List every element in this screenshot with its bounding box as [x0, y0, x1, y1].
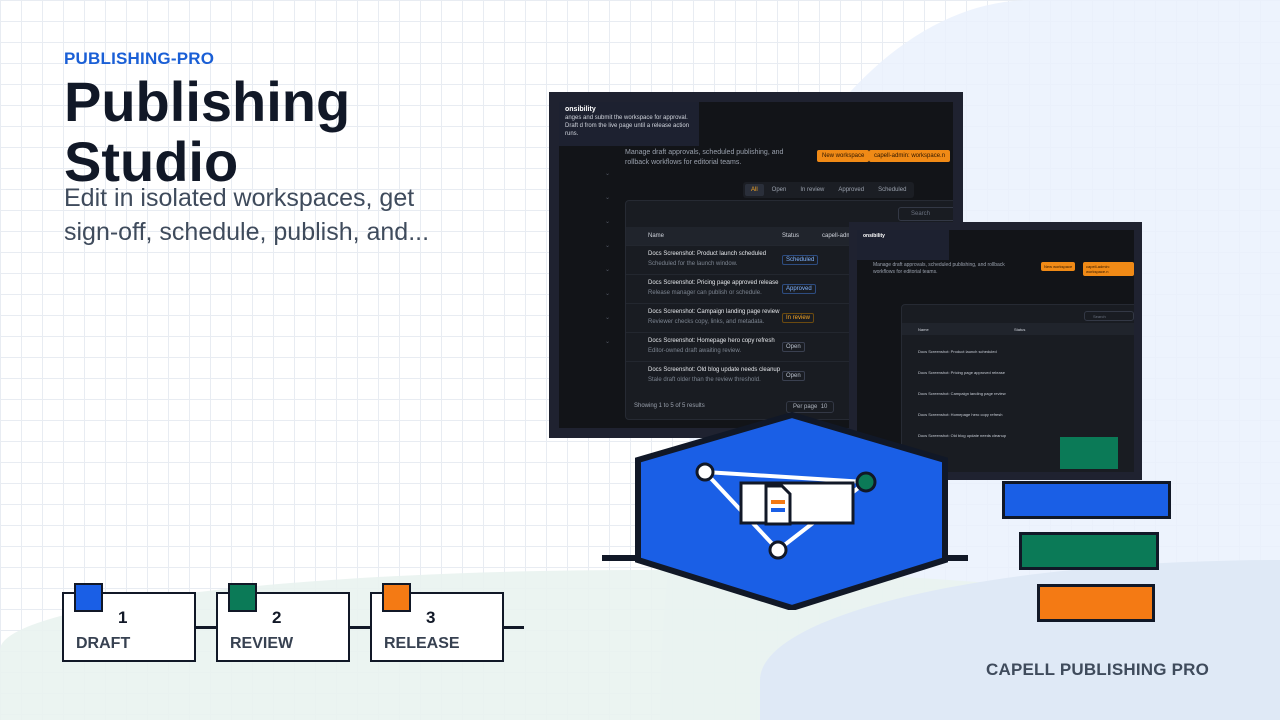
- decor-bar-orange: [1037, 584, 1155, 622]
- row-title: Docs Screenshot: Campaign landing page r…: [648, 309, 780, 315]
- workspace-description: Manage draft approvals, scheduled publis…: [873, 262, 1005, 275]
- row-subtitle: Reviewer checks copy, links, and metadat…: [648, 319, 765, 325]
- row-subtitle: Scheduled for the launch window.: [648, 261, 738, 267]
- banner-text: anges and submit the workspace for appro…: [565, 115, 690, 137]
- workflow-emblem-icon: [602, 411, 968, 610]
- decor-bar-green-small: [1060, 437, 1118, 469]
- tab-all[interactable]: All: [745, 184, 764, 196]
- status-badge: Scheduled: [782, 255, 819, 265]
- search-input[interactable]: Search: [898, 207, 953, 221]
- tab-scheduled[interactable]: Scheduled: [878, 187, 907, 193]
- row-title: Docs Screenshot: Homepage hero copy refr…: [918, 412, 1003, 417]
- status-badge: Open: [782, 371, 805, 381]
- tab-open[interactable]: Open: [771, 187, 787, 193]
- row-title: Docs Screenshot: Campaign landing page r…: [918, 391, 1006, 396]
- column-status[interactable]: Status: [782, 233, 800, 239]
- step-color-square: [228, 583, 257, 612]
- search-input[interactable]: Search: [1084, 311, 1134, 321]
- row-title: Docs Screenshot: Product launch schedule…: [918, 349, 997, 354]
- per-page-value: 10: [820, 404, 828, 410]
- new-workspace-button[interactable]: New workspace: [817, 150, 870, 162]
- table-row[interactable]: Docs Screenshot: Campaign landing page r…: [626, 303, 953, 332]
- status-badge: Open: [782, 342, 805, 352]
- column-status[interactable]: Status: [1014, 326, 1026, 332]
- step-number: 2: [272, 608, 282, 627]
- page-title: Publishing Studio: [64, 70, 351, 193]
- step-label: RELEASE: [384, 635, 460, 652]
- row-list: Docs Screenshot: Product launch schedule…: [918, 341, 1006, 446]
- column-name[interactable]: Name: [648, 233, 665, 239]
- row-title: Docs Screenshot: Pricing page approved r…: [648, 280, 779, 286]
- per-page-select[interactable]: Per page 10: [786, 401, 835, 413]
- table-row[interactable]: Docs Screenshot: Pricing page approved r…: [626, 274, 953, 303]
- banner-title: onsibility: [863, 233, 885, 239]
- status-badge: In review: [782, 313, 815, 323]
- row-subtitle: Release manager can publish or schedule.: [648, 290, 762, 296]
- column-workspace[interactable]: capell-admi: [822, 233, 853, 239]
- sidebar-chevrons: ⌄⌄⌄⌄⌄⌄⌄⌄: [605, 171, 611, 345]
- row-subtitle: Stale draft older than the review thresh…: [648, 377, 761, 383]
- table-footer: Showing 1 to 5 of 5 results: [634, 403, 705, 409]
- row-title: Docs Screenshot: Old blog update needs c…: [648, 367, 781, 373]
- responsibility-banner: onsibility anges and submit the workspac…: [559, 102, 699, 146]
- workspace-description: Manage draft approvals, scheduled publis…: [625, 149, 784, 166]
- step-label: REVIEW: [230, 635, 294, 652]
- row-title: Docs Screenshot: Old blog update needs c…: [918, 433, 1007, 438]
- new-workspace-button[interactable]: New workspace: [1041, 262, 1076, 271]
- per-page-label: Per page: [793, 404, 818, 410]
- step-number: 3: [426, 608, 436, 627]
- workspace-badge-button[interactable]: capell-admin: workspace.n: [1083, 262, 1134, 276]
- row-subtitle: Editor-owned draft awaiting review.: [648, 348, 742, 354]
- row-title: Docs Screenshot: Pricing page approved r…: [918, 370, 1005, 375]
- responsibility-banner: onsibility: [857, 230, 949, 260]
- decor-bar-blue: [1002, 481, 1171, 519]
- step-release: 3 RELEASE: [370, 583, 504, 662]
- step-draft: 1 DRAFT: [62, 583, 196, 662]
- column-name[interactable]: Name: [918, 326, 929, 332]
- brand-footer: CAPELL PUBLISHING PRO: [986, 660, 1210, 679]
- step-review: 2 REVIEW: [216, 583, 350, 662]
- tab-in-review[interactable]: In review: [800, 187, 825, 193]
- table-row[interactable]: Docs Screenshot: Homepage hero copy refr…: [626, 332, 953, 361]
- product-kicker: PUBLISHING-PRO: [64, 49, 215, 68]
- table-header: Name Status: [902, 323, 1134, 335]
- workspace-badge-button[interactable]: capell-admin: workspace.n: [869, 150, 951, 162]
- decor-bar-green: [1019, 532, 1159, 570]
- status-badge: Approved: [782, 284, 816, 294]
- step-color-square: [382, 583, 411, 612]
- row-title: Docs Screenshot: Product launch schedule…: [648, 251, 767, 257]
- step-label: DRAFT: [76, 635, 131, 652]
- step-number: 1: [118, 608, 128, 627]
- banner-title: onsibility: [565, 106, 596, 113]
- step-color-square: [74, 583, 103, 612]
- table-row[interactable]: Docs Screenshot: Old blog update needs c…: [626, 361, 953, 390]
- row-title: Docs Screenshot: Homepage hero copy refr…: [648, 338, 775, 344]
- status-tabs: All Open In review Approved Scheduled: [743, 182, 915, 198]
- tab-approved[interactable]: Approved: [838, 187, 865, 193]
- table-row[interactable]: Docs Screenshot: Product launch schedule…: [626, 245, 953, 274]
- page-subtitle: Edit in isolated workspaces, get sign-of…: [64, 184, 430, 246]
